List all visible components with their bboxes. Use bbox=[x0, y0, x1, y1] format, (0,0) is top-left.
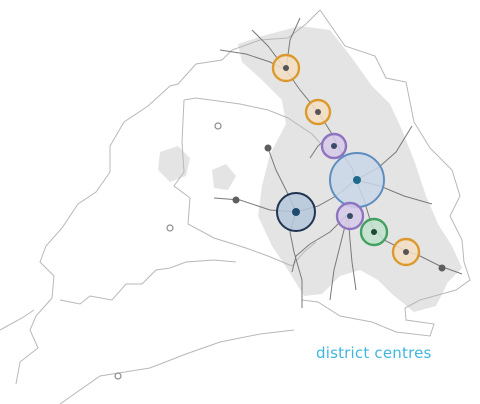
hollow-settlement-node bbox=[166, 224, 174, 232]
district-centre-central-south[interactable] bbox=[335, 201, 365, 231]
district-centre-dot bbox=[347, 213, 353, 219]
hollow-settlement-node bbox=[114, 372, 122, 380]
district-centre-dot bbox=[292, 208, 300, 216]
settlement-node bbox=[232, 196, 240, 204]
district-centre-south-east-2[interactable] bbox=[391, 237, 421, 267]
settlement-node bbox=[438, 264, 446, 272]
district-centre-north-2[interactable] bbox=[304, 98, 332, 126]
district-centre-central-north[interactable] bbox=[320, 132, 348, 160]
hollow-settlement-node bbox=[214, 122, 222, 130]
district-centre-dot bbox=[403, 249, 409, 255]
district-centre-markers bbox=[271, 53, 421, 267]
district-centre-west-centre[interactable] bbox=[276, 192, 316, 232]
district-centre-south-east[interactable] bbox=[359, 217, 389, 247]
district-centre-city-centre[interactable] bbox=[329, 152, 385, 208]
urban-area-shading bbox=[158, 26, 462, 312]
settlement-node bbox=[264, 144, 272, 152]
map-caption: district centres bbox=[316, 344, 432, 362]
district-boundaries bbox=[0, 9, 471, 404]
settlement-nodes bbox=[114, 122, 446, 380]
district-centre-dot bbox=[283, 65, 289, 71]
district-centre-dot bbox=[353, 176, 361, 184]
district-centre-north-1[interactable] bbox=[271, 53, 301, 83]
district-centre-dot bbox=[371, 229, 377, 235]
district-centre-dot bbox=[331, 143, 337, 149]
district-centre-dot bbox=[315, 109, 321, 115]
